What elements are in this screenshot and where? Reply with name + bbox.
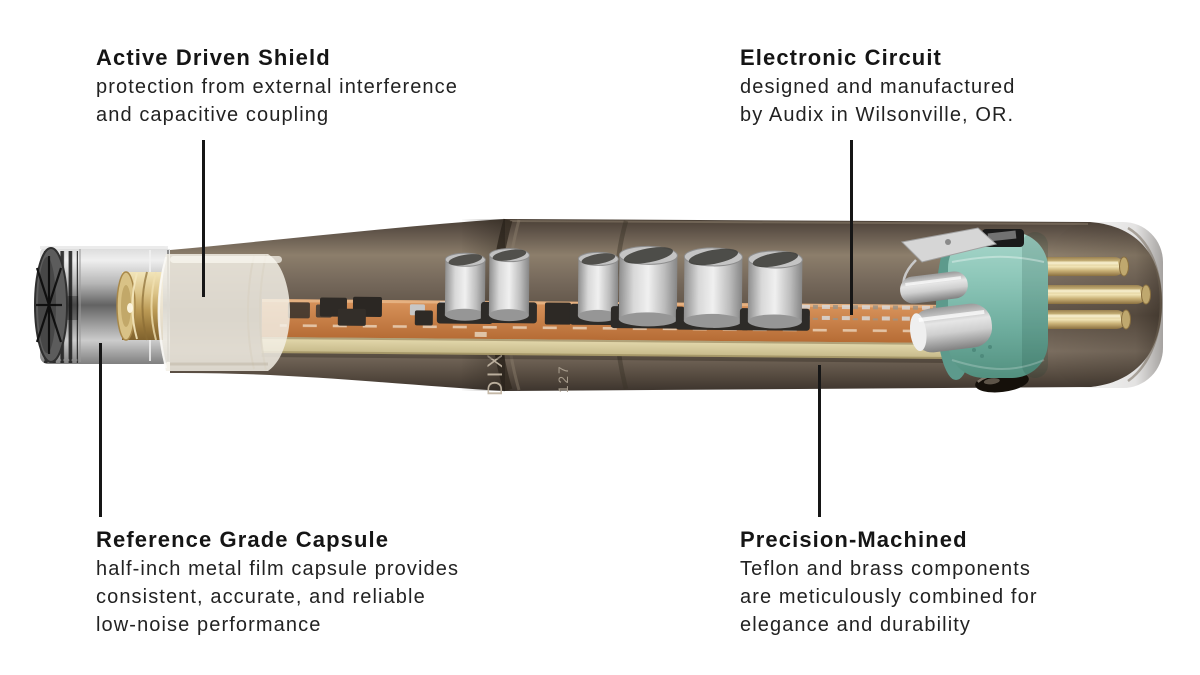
callout-description-line: elegance and durability (740, 614, 972, 636)
callout-reference-grade-capsule: Reference Grade Capsule half-inch metal … (96, 526, 459, 639)
capacitor (675, 247, 750, 331)
xlr-pin (1036, 256, 1129, 277)
callout-electronic-circuit: Electronic Circuit designed and manufact… (740, 44, 1015, 129)
callout-description-line: consistent, accurate, and reliable (96, 586, 426, 608)
circuit-board (261, 245, 1010, 364)
xlr-pins (1036, 256, 1151, 330)
callout-description-line: by Audix in Wilsonville, OR. (740, 104, 1015, 126)
teflon-sleeve (157, 254, 290, 371)
leader-line-reference-grade-capsule (99, 343, 102, 517)
brass-ring (116, 271, 163, 341)
callout-description-line: are meticulously combined for (740, 586, 1038, 608)
leader-line-electronic-circuit (850, 140, 853, 315)
model-marking: 127 (556, 364, 571, 393)
callout-description-line: low-noise performance (96, 614, 322, 636)
solder-lugs (900, 227, 998, 353)
callout-title: Electronic Circuit (740, 45, 942, 70)
capacitor (739, 250, 810, 331)
callout-title: Precision-Machined (740, 527, 968, 552)
capacitor (480, 248, 537, 324)
callout-description-line: half-inch metal film capsule provides (96, 558, 460, 580)
callout-precision-machined: Precision-Machined Teflon and brass comp… (740, 526, 1038, 639)
callout-title: Reference Grade Capsule (96, 527, 390, 552)
callout-active-driven-shield: Active Driven Shield protection from ext… (96, 44, 458, 129)
capacitor (436, 252, 493, 324)
leader-line-precision-machined (818, 365, 821, 517)
leader-line-active-driven-shield (202, 140, 205, 297)
capacitor (610, 245, 685, 329)
capsule-end-star (34, 247, 68, 363)
callout-description-line: and capacitive coupling (96, 104, 330, 126)
callout-title: Active Driven Shield (96, 45, 331, 70)
brand-marking: DIX (484, 350, 507, 396)
callout-description-line: Teflon and brass components (740, 558, 1031, 580)
xlr-pin (1036, 284, 1151, 305)
callout-description-line: protection from external interference (96, 76, 458, 98)
xlr-pin (1036, 309, 1131, 330)
callout-description-line: designed and manufactured (740, 76, 1016, 98)
